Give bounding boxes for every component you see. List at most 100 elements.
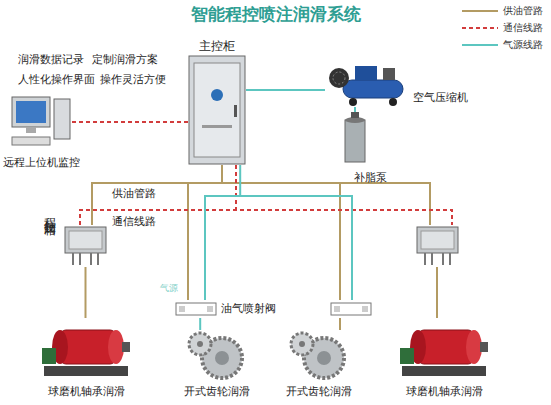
computer-illustration — [10, 95, 72, 150]
oil-pipe — [92, 183, 437, 330]
annotation-label: 通信线路 — [112, 214, 156, 229]
air-compressor: 空气压缩机 — [325, 62, 410, 107]
oil-pipe — [436, 267, 438, 318]
illustration-part — [349, 98, 357, 106]
illustration-part — [317, 351, 331, 365]
air-line — [240, 196, 352, 300]
illustration-part — [12, 97, 50, 127]
pipe-connector — [92, 165, 222, 225]
open-gear: 开式齿轮润滑 — [186, 330, 248, 382]
air-line — [240, 196, 352, 300]
mill-illustration — [40, 318, 132, 380]
pipe-connector — [205, 165, 240, 300]
valve-box-outlet — [425, 253, 450, 265]
control-cabinet: 主控柜 — [188, 55, 246, 165]
node-caption: 程控阀箱 — [41, 209, 58, 217]
open-gear: 开式齿轮润滑 — [288, 330, 350, 382]
valvebox-illustration — [63, 225, 108, 267]
pipe-connector — [199, 318, 201, 330]
legend-samples — [462, 11, 498, 45]
node-caption: 开式齿轮润滑 — [286, 384, 352, 399]
signal-line — [235, 165, 237, 210]
node-caption: 补脂泵 — [354, 170, 387, 185]
illustration-part — [42, 348, 56, 364]
illustration-part — [299, 341, 305, 347]
pump-illustration — [342, 112, 368, 164]
illustration-part — [179, 306, 185, 312]
illustration-part — [383, 68, 395, 80]
illustration-part — [345, 120, 365, 162]
illustration-part — [351, 112, 359, 118]
valve-box: 程控阀箱 — [63, 225, 108, 267]
illustration-part — [402, 366, 486, 376]
node-caption: 主控柜 — [199, 38, 235, 55]
annotation-label: 润滑数据记录 — [18, 52, 84, 67]
illustration-part — [176, 303, 216, 315]
grease-pump: 补脂泵 — [342, 112, 368, 164]
illustration-part — [480, 342, 488, 352]
illustration-part — [211, 89, 223, 101]
illustration-part — [65, 227, 106, 253]
oil-pipe — [339, 318, 341, 330]
legend-text: 气源线路 — [503, 38, 543, 52]
pipe-connector — [85, 267, 87, 318]
valve-box-body — [417, 227, 458, 253]
node-caption: 开式齿轮润滑 — [184, 384, 250, 399]
illustration-part — [197, 341, 203, 347]
illustration-part — [343, 80, 403, 98]
illustration-part — [73, 253, 98, 265]
illustration-part — [400, 348, 414, 364]
illustration-part — [12, 137, 50, 145]
annotation-label: 定制润滑方案 — [92, 52, 158, 67]
ball-mill: 球磨机轴承润滑 — [398, 318, 490, 380]
node-caption: 油气喷射阀 — [221, 301, 276, 316]
diagram-title: 智能程控喷注润滑系统 — [0, 3, 551, 26]
node-caption: 球磨机轴承润滑 — [406, 384, 483, 399]
node-caption: 空气压缩机 — [413, 90, 468, 105]
illustration-part — [60, 330, 116, 364]
illustration-part — [108, 330, 124, 364]
injection-valve-symbol — [331, 303, 371, 315]
legend-text: 供油管路 — [503, 4, 543, 18]
annotation-label: 人性化操作界面 — [18, 72, 95, 87]
legend-line — [462, 27, 498, 29]
illustration-part — [389, 98, 397, 106]
annotation-label: 操作灵活方便 — [100, 72, 166, 87]
pipe-connector — [246, 89, 325, 91]
oil-pipe — [339, 183, 341, 300]
illustration-part — [418, 330, 474, 364]
illustration-part — [69, 231, 102, 249]
gear-illustration — [288, 330, 350, 382]
legend-text: 通信线路 — [503, 21, 543, 35]
oil-pipe — [187, 183, 189, 300]
annotation-label: 气源 — [160, 282, 178, 295]
illustration-part — [355, 66, 377, 80]
illustration-part — [329, 68, 349, 88]
illustration-part — [207, 306, 213, 312]
illustration-part — [215, 351, 229, 365]
pipe-connector — [72, 121, 188, 123]
node-caption: 球磨机轴承润滑 — [48, 384, 125, 399]
annotation-label: 供油管路 — [112, 186, 156, 201]
injection-illustration — [175, 300, 217, 318]
node-caption: 远程上位机监控 — [3, 155, 80, 170]
illustration-part — [291, 333, 313, 355]
legend-line — [462, 10, 498, 12]
illustration-part — [202, 125, 232, 128]
illustration-part — [26, 127, 36, 133]
injection-valve-port — [362, 306, 368, 312]
injection-valve-body — [331, 303, 371, 315]
cabinet-illustration — [188, 55, 246, 165]
mill-illustration — [398, 318, 490, 380]
pipe-connector — [354, 107, 356, 112]
illustration-part — [44, 366, 128, 376]
compressor-illustration — [325, 62, 410, 107]
injection-valve: 油气喷射阀 — [175, 300, 217, 318]
illustration-part — [333, 72, 345, 84]
host-computer: 远程上位机监控 — [10, 95, 72, 150]
illustration-part — [466, 330, 482, 364]
illustration-part — [234, 105, 237, 117]
illustration-part — [189, 333, 211, 355]
gear-illustration — [186, 330, 248, 382]
